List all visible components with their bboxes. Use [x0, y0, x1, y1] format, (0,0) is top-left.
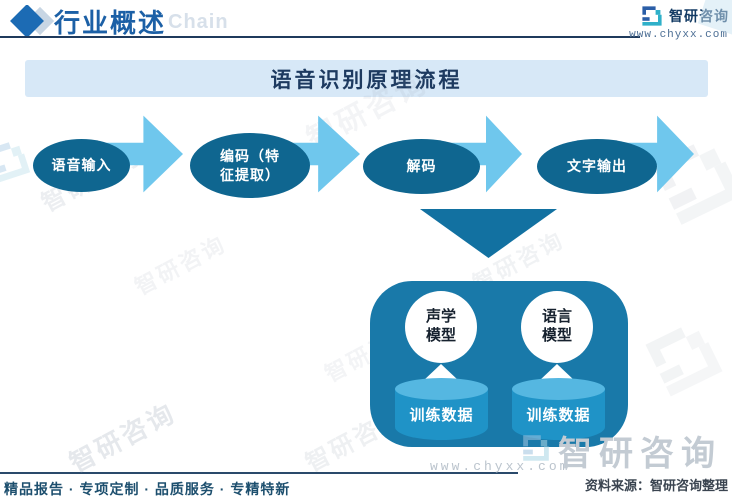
footer-tagline: 精品报告 · 专项定制 · 品质服务 · 专精特新 — [4, 481, 291, 497]
cylinder-top — [512, 378, 605, 400]
cylinder-training-data-language: 训练数据 — [512, 378, 605, 440]
url-watermark-text: www.chyxx.com — [430, 459, 571, 474]
logo-watermark-icon — [652, 144, 732, 225]
diagram-title-bar: 语音识别原理流程 — [25, 60, 708, 97]
logo-watermark-icon — [645, 327, 723, 397]
brand-watermark-text: 智研咨询 — [558, 435, 722, 473]
brand-watermark-logo-icon — [523, 435, 549, 461]
cylinder-label: 训练数据 — [409, 407, 474, 424]
cylinder-top — [395, 378, 488, 400]
header-divider — [0, 36, 640, 38]
cylinder-training-data-acoustic: 训练数据 — [395, 378, 488, 440]
flow-step-voice-input: 语音输入 — [33, 139, 130, 192]
source-note: 资料来源：智研咨询整理 — [584, 478, 728, 493]
logo-watermark-icon — [0, 142, 31, 184]
model-circle-acoustic: 声学 模型 — [405, 291, 477, 363]
flow-step-encoding: 编码（特 征提取） — [190, 133, 310, 198]
diagram-title: 语音识别原理流程 — [270, 67, 463, 92]
footer-divider — [0, 472, 518, 474]
cylinder-label: 训练数据 — [526, 407, 591, 424]
brand-url: www.chyxx.com — [629, 29, 728, 41]
diamond-bullet-icon — [10, 5, 54, 38]
chain-watermark-text: Chain — [168, 11, 229, 33]
logo-watermark-icon — [697, 0, 732, 37]
brand-logo-icon — [642, 6, 662, 26]
flow-step-text-output: 文字输出 — [537, 139, 657, 194]
model-circle-language: 语言 模型 — [521, 291, 593, 363]
diagonal-watermark: 智研咨询 — [130, 230, 231, 300]
diagonal-watermark: 智研咨询 — [64, 397, 181, 479]
section-title: 行业概述 — [54, 9, 167, 38]
flow-step-decoding: 解码 — [363, 139, 480, 194]
